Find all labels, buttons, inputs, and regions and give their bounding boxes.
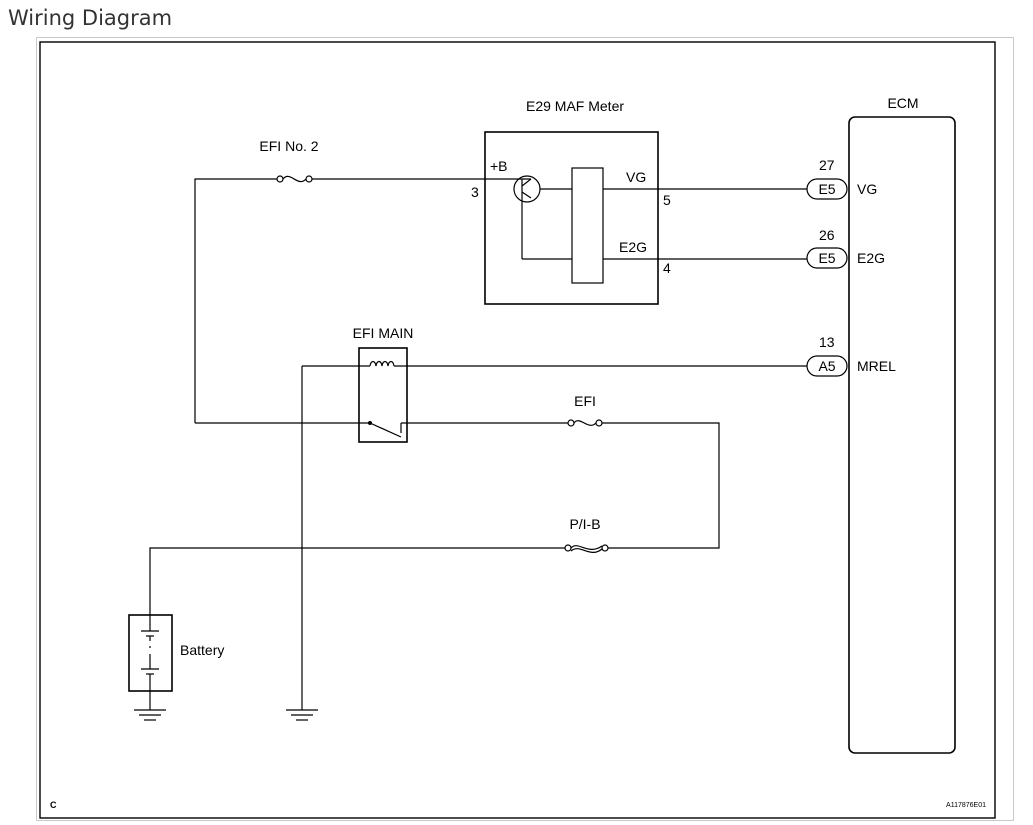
connector-label: A5 [818, 358, 835, 374]
ground-icon [134, 691, 166, 721]
diagram-border [39, 41, 996, 819]
battery-icon [141, 615, 159, 691]
maf-vg-label: VG [626, 169, 646, 185]
maf-meter-box [484, 131, 659, 305]
fuse-efi-label: EFI [574, 393, 596, 409]
maf-meter-label: E29 MAF Meter [526, 98, 624, 114]
maf-transistor-symbol [513, 175, 541, 203]
relay-coil-icon [369, 360, 395, 367]
ecm-connector-e2g: E5 26 E2G [806, 227, 885, 269]
diagram-frame [36, 37, 1014, 821]
maf-e2g-label: E2G [619, 239, 647, 255]
corner-code-left: C [50, 800, 57, 810]
efi-main-label: EFI MAIN [353, 325, 414, 341]
maf-pin-4: 4 [663, 260, 671, 276]
wire-efi-no2-left [194, 178, 277, 423]
maf-plus-b-label: +B [490, 158, 508, 174]
pin-number: 13 [819, 334, 835, 350]
wire-battery-positive [149, 547, 565, 615]
pin-number: 27 [819, 157, 835, 173]
efi-main-relay-box [358, 347, 408, 443]
fuse-pib-symbol [564, 544, 609, 554]
fuse-pib-label: P/I-B [569, 516, 600, 532]
maf-sensor-element [571, 167, 604, 284]
connector-label: E5 [818, 181, 835, 197]
pin-name: VG [857, 181, 877, 197]
ecm-connector-vg: E5 27 VG [806, 157, 877, 200]
maf-pin-5: 5 [663, 192, 671, 208]
ecm-label: ECM [887, 95, 918, 111]
ecm-box [848, 116, 956, 754]
figure-id: A117876E01 [946, 802, 986, 809]
ground-icon [286, 366, 318, 721]
maf-pin-3: 3 [471, 184, 479, 200]
fuse-efi-no2-symbol [276, 175, 313, 183]
pin-number: 26 [819, 227, 835, 243]
page-title: Wiring Diagram [8, 6, 173, 30]
battery-label: Battery [180, 642, 224, 658]
fuse-efi-no2-label: EFI No. 2 [259, 138, 318, 154]
pin-name: MREL [857, 358, 896, 374]
fuse-efi-symbol [567, 419, 603, 427]
wire-efi-to-pib [602, 422, 720, 549]
ecm-connector-mrel: A5 13 MREL [806, 334, 896, 377]
connector-label: E5 [818, 250, 835, 266]
pin-name: E2G [857, 250, 885, 266]
